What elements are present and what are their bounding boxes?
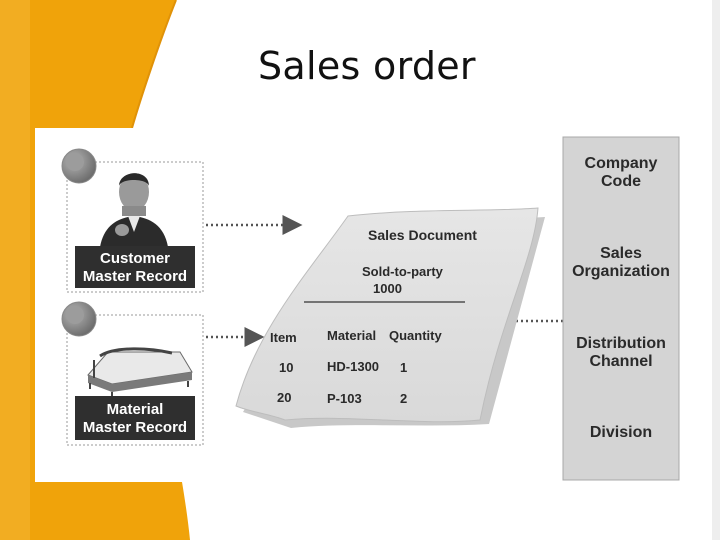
document-title: Sales Document: [368, 227, 477, 243]
org-sales-organization: Sales Organization: [563, 245, 679, 281]
org-sales-organization-line1: Sales: [600, 245, 642, 262]
bed-icon: [87, 347, 193, 398]
customer-master-label: Customer Master Record: [75, 250, 195, 286]
org-company-code: Company Code: [563, 155, 679, 191]
sales-document-shape: [235, 207, 539, 423]
org-panel: [562, 136, 680, 481]
customer-label-bg: [75, 246, 195, 288]
slide-title: Sales order: [258, 44, 476, 88]
material-label-line1: Material: [106, 401, 164, 418]
row-2-quantity: 2: [400, 391, 408, 406]
material-label-line2: Master Record: [82, 419, 188, 436]
right-edge-shadow: [712, 0, 720, 540]
row-1-quantity: 1: [400, 360, 408, 375]
column-header-quantity: Quantity: [389, 328, 442, 343]
orange-band-light: [0, 0, 30, 540]
org-company-code-line2: Code: [601, 173, 641, 190]
column-header-item: Item: [270, 330, 297, 345]
column-header-material: Material: [327, 328, 377, 343]
customer-label-line2: Master Record: [82, 268, 188, 285]
sold-to-label: Sold-to-party: [362, 264, 443, 279]
row-1-item: 10: [279, 360, 294, 375]
org-distribution-channel-line1: Distribution: [576, 335, 666, 352]
org-company-code-line1: Company: [584, 155, 658, 172]
person-icon: [100, 173, 168, 247]
sold-to-value: 1000: [373, 281, 402, 296]
row-2-item: 20: [277, 390, 292, 405]
customer-badge-inner: [66, 153, 84, 171]
material-master-label: Material Master Record: [75, 401, 195, 437]
org-distribution-channel-line2: Channel: [589, 353, 653, 370]
org-sales-organization-line2: Organization: [572, 263, 670, 280]
org-division-line1: Division: [589, 424, 653, 441]
org-division: Division: [563, 424, 679, 442]
customer-label-line1: Customer: [99, 250, 170, 267]
org-distribution-channel: Distribution Channel: [563, 335, 679, 371]
row-2-material: P-103: [327, 391, 362, 406]
material-label-bg: [75, 396, 195, 440]
material-badge-inner: [66, 306, 84, 324]
orange-edge: [131, 0, 177, 129]
row-1-material: HD-1300: [327, 359, 380, 374]
